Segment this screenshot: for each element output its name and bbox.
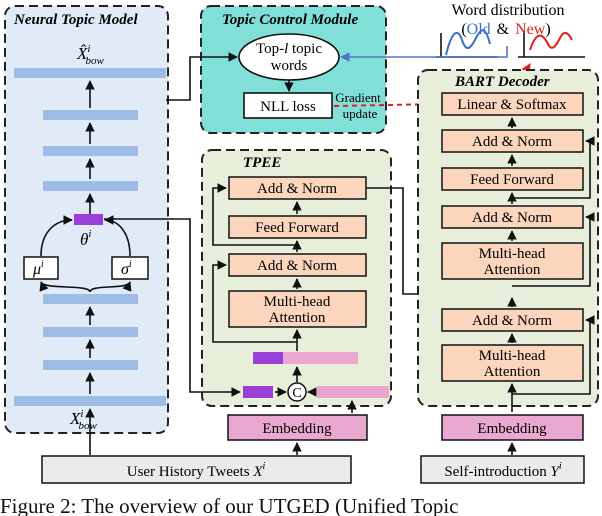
bart-module: BART Decoder Linear & Softmax Add & Norm… xyxy=(417,69,599,412)
user-history-label: User History Tweets Xi xyxy=(127,461,266,480)
theta-vector xyxy=(74,214,103,225)
tpee-feed-forward xyxy=(228,215,367,239)
bart-feed-forward-label: Feed Forward xyxy=(470,172,554,188)
embedding-left xyxy=(227,414,368,441)
ntm-layer-bar xyxy=(43,294,138,304)
gradient-label: Gradient xyxy=(335,90,381,105)
ntm-layer-bar xyxy=(43,327,138,337)
tpee-add-norm-mid-label: Add & Norm xyxy=(257,258,337,274)
bart-mha-bottom-label-2: Attention xyxy=(484,364,541,380)
word-dist-legend: (Old&New) xyxy=(461,21,550,38)
mu-box xyxy=(23,256,59,280)
concat-label: C xyxy=(292,386,301,401)
word-dist-title: Word distribution xyxy=(452,2,565,19)
embedding-left-label: Embedding xyxy=(262,421,332,437)
bart-linear-softmax-label: Linear & Softmax xyxy=(457,97,567,113)
token-input-vector xyxy=(317,386,389,398)
ntm-layer-bar xyxy=(43,146,138,156)
nll-loss-label: NLL loss xyxy=(260,99,316,115)
concat-node xyxy=(287,382,307,402)
ntm-layer-bar xyxy=(14,68,166,78)
tpee-add-norm-mid xyxy=(228,253,367,277)
tpee-seq-token xyxy=(283,352,358,364)
theta-label: θi xyxy=(80,228,91,249)
bart-mha-top-label: Multi-head xyxy=(479,246,546,262)
inputs: Embedding Embedding User History Tweets … xyxy=(41,400,585,484)
self-intro-input xyxy=(420,455,585,484)
bart-linear-softmax xyxy=(441,92,584,116)
topic-words-label-2: words xyxy=(271,58,308,74)
tpee-mha-label: Multi-head xyxy=(264,294,331,310)
sigma-label: σi xyxy=(121,259,132,278)
ntm-title: Neural Topic Model xyxy=(13,12,138,28)
tpee-module: TPEE Add & Norm Feed Forward Add & Norm … xyxy=(201,149,392,407)
bart-add-norm-2-label: Add & Norm xyxy=(472,210,552,226)
tpee-seq-topic xyxy=(253,352,283,364)
ntm-layer-bar xyxy=(43,110,138,120)
bart-feed-forward xyxy=(441,167,584,191)
bart-title: BART Decoder xyxy=(454,74,550,90)
bart-add-norm-1-label: Add & Norm xyxy=(472,134,552,150)
bart-mha-bottom xyxy=(441,344,584,382)
topic-words-label: Top-l topic xyxy=(256,41,322,57)
word-distribution: Word distribution (Old&New) xyxy=(340,2,585,94)
bart-mha-bottom-label: Multi-head xyxy=(479,348,546,364)
tpee-add-norm-top-label: Add & Norm xyxy=(257,181,337,197)
ntm-layer-bar xyxy=(43,181,138,191)
ntm-layer-bar xyxy=(43,360,138,370)
new-distribution-curve xyxy=(529,32,573,51)
tcm-module: Topic Control Module Top-l topic words N… xyxy=(200,5,387,134)
bart-mha-top-label-2: Attention xyxy=(484,262,541,278)
tcm-title: Topic Control Module xyxy=(222,12,358,28)
embedding-right xyxy=(441,414,584,441)
figure-caption: Figure 2: The overview of our UTGED (Uni… xyxy=(0,494,459,516)
user-history-input xyxy=(41,455,352,484)
bart-add-norm-1 xyxy=(441,129,584,153)
tpee-mha xyxy=(228,290,367,328)
tpee-feed-forward-label: Feed Forward xyxy=(255,220,339,236)
ntm-layer-bar xyxy=(14,396,166,406)
bart-add-norm-3 xyxy=(441,308,584,332)
sigma-box xyxy=(111,256,149,280)
old-distribution-curve xyxy=(445,29,491,56)
bart-add-norm-3-label: Add & Norm xyxy=(472,313,552,329)
self-intro-label: Self-introduction Yi xyxy=(444,461,562,480)
bart-add-norm-2 xyxy=(441,205,584,229)
topic-input-vector xyxy=(243,386,273,398)
mu-label: μi xyxy=(32,259,44,278)
gradient-label-2: update xyxy=(343,106,378,121)
tpee-title: TPEE xyxy=(243,155,281,171)
tpee-mha-label-2: Attention xyxy=(269,310,326,326)
embedding-right-label: Embedding xyxy=(477,421,547,437)
bart-mha-top xyxy=(441,242,584,280)
nll-loss-box xyxy=(243,92,333,119)
